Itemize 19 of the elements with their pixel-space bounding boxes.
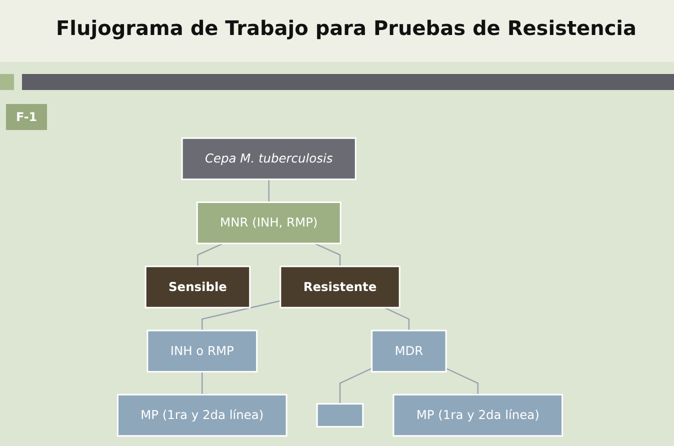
connector bbox=[202, 300, 281, 331]
node-box: MP (1ra y 2da línea) bbox=[116, 394, 288, 437]
node-box: Cepa M. tuberculosis bbox=[181, 137, 356, 180]
node-box: INH o RMP bbox=[146, 330, 258, 373]
node-box: Sensible bbox=[144, 266, 251, 308]
connector bbox=[202, 372, 203, 395]
title: Flujograma de Trabajo para Pruebas de Resistencia bbox=[0, 0, 674, 62]
connector bbox=[268, 179, 270, 202]
connector bbox=[314, 242, 341, 266]
connector bbox=[446, 368, 478, 395]
node-box bbox=[316, 403, 364, 428]
node-box: MNR (INH, RMP) bbox=[196, 201, 342, 244]
connector bbox=[384, 307, 410, 331]
figure-tag: F-1 bbox=[6, 104, 48, 130]
connector bbox=[197, 242, 224, 266]
node-box: MP (1ra y 2da línea) bbox=[392, 394, 564, 437]
node-box: Resistente bbox=[280, 266, 400, 308]
node-box: MDR bbox=[371, 330, 447, 373]
connector bbox=[339, 368, 372, 404]
